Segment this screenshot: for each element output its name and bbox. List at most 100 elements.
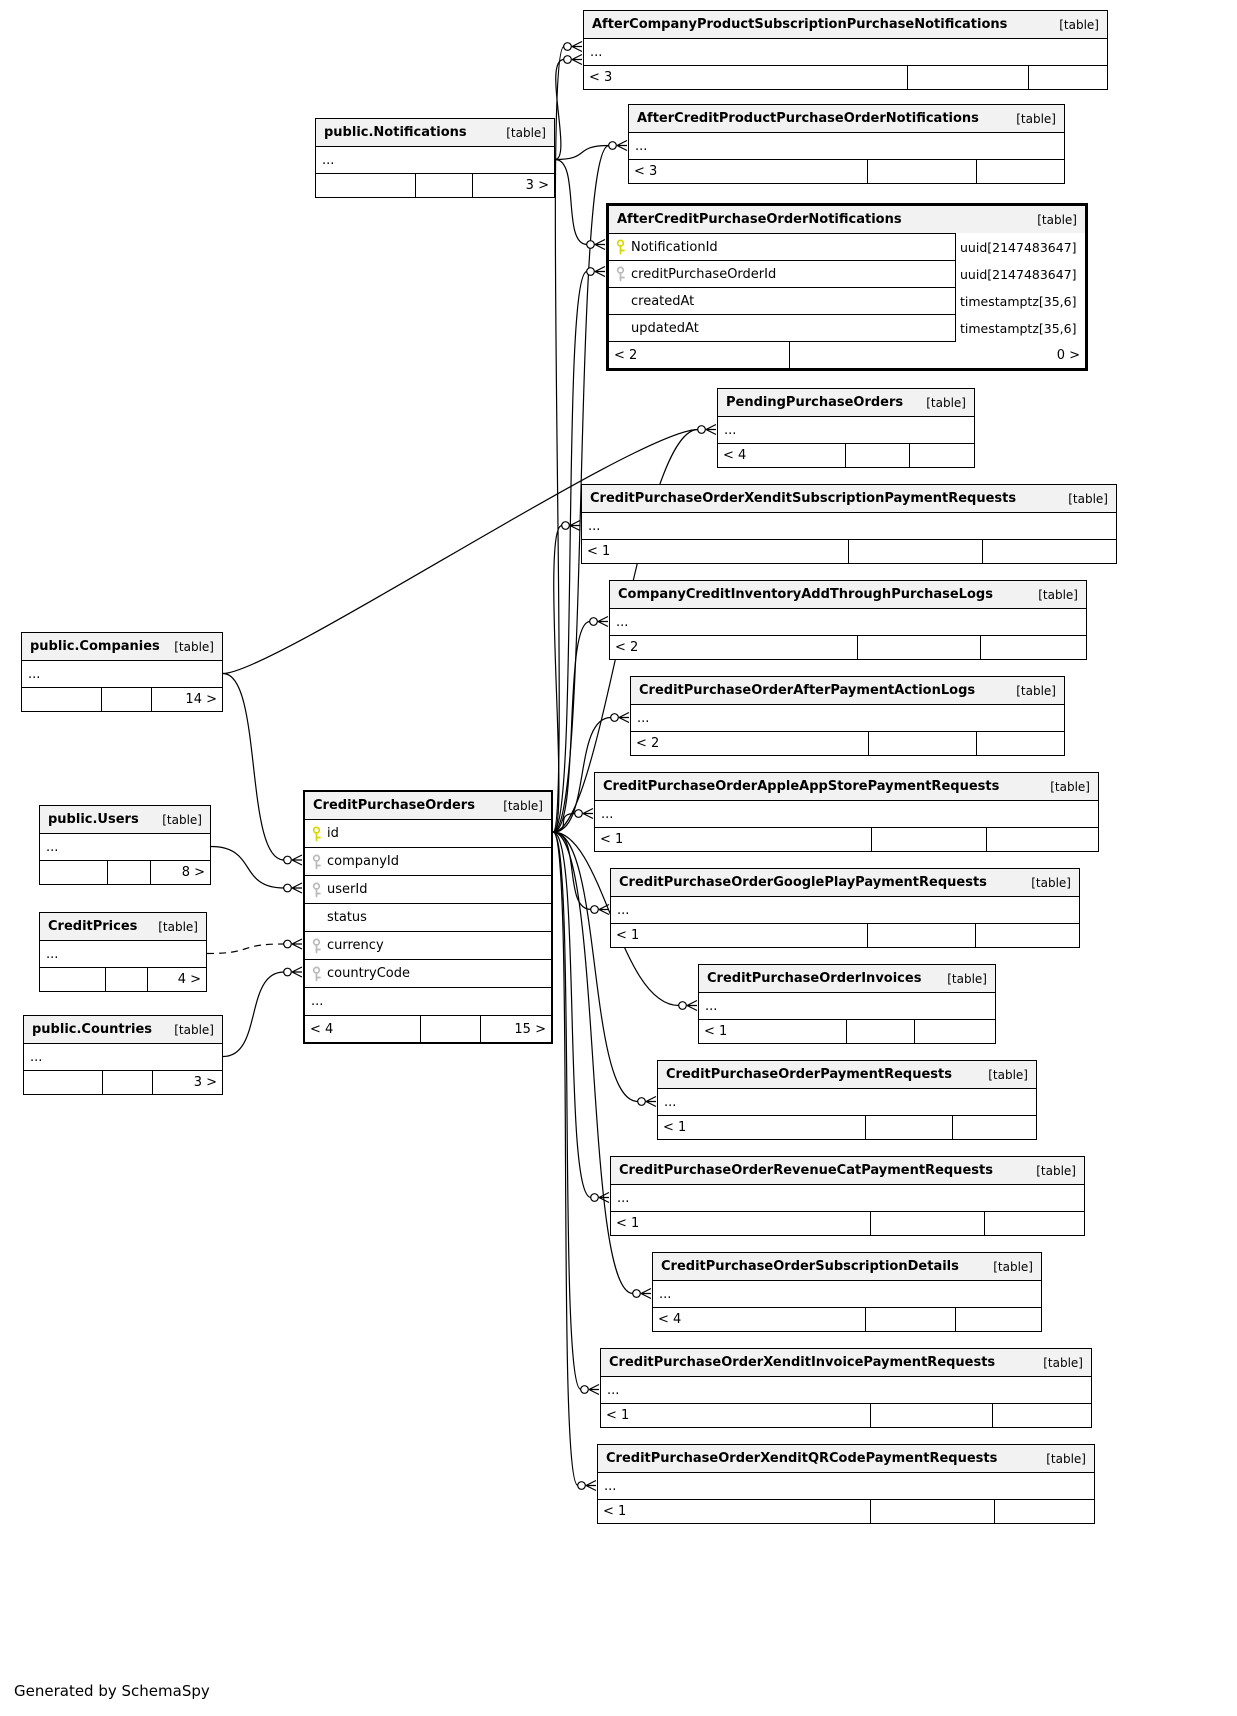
crows-foot-connector [585,1479,597,1492]
table-afterCreditProductPurchaseOrderNotifications[interactable]: AfterCreditProductPurchaseOrderNotificat… [628,104,1065,184]
table-name[interactable]: public.Notifications [324,125,467,140]
more-columns-row: ... [699,993,995,1020]
table-companyCreditInventoryAddThroughPurchaseLogs[interactable]: CompanyCreditInventoryAddThroughPurchase… [609,580,1087,660]
table-footer: < 1 [658,1116,1036,1139]
table-footer: < 1 [611,1212,1084,1235]
table-name[interactable]: CreditPurchaseOrderAfterPaymentActionLog… [639,683,976,698]
table-name[interactable]: public.Companies [30,639,160,654]
crows-foot-connector [588,1383,600,1396]
table-footer: < 1 [582,540,1116,563]
table-name[interactable]: AfterCompanyProductSubscriptionPurchaseN… [592,17,1008,32]
table-name[interactable]: public.Countries [32,1022,153,1037]
table-creditPurchaseOrderAfterPaymentActionLogs[interactable]: CreditPurchaseOrderAfterPaymentActionLog… [630,676,1065,756]
relationship-edge [552,831,579,1487]
more-columns-row: ... [24,1044,222,1071]
table-pendingPurchaseOrders[interactable]: PendingPurchaseOrders[table]...< 4 [717,388,975,468]
table-name[interactable]: CreditPurchaseOrderSubscriptionDetails [661,1259,959,1274]
more-columns-row: ... [582,513,1116,540]
table-creditPurchaseOrderRevenueCatPaymentRequests[interactable]: CreditPurchaseOrderRevenueCatPaymentRequ… [610,1156,1085,1236]
zero-cardinality-circle [632,1289,641,1298]
primary-key-icon [312,826,321,841]
table-name[interactable]: CreditPurchaseOrderRevenueCatPaymentRequ… [619,1163,993,1178]
column-name: ... [322,152,335,168]
table-name[interactable]: CreditPrices [48,919,138,934]
table-name[interactable]: CreditPurchaseOrderGooglePlayPaymentRequ… [619,875,987,890]
more-columns-row: ... [598,1473,1094,1500]
table-creditPurchaseOrderAppleAppStorePaymentRequests[interactable]: CreditPurchaseOrderAppleAppStorePaymentR… [594,772,1099,852]
footer-cell [872,828,988,851]
table-header: CreditPurchaseOrderInvoices[table] [699,965,995,993]
footer-cell: < 1 [611,1212,872,1235]
footer-cell [871,1404,993,1427]
crows-foot-connector [705,423,717,436]
table-name[interactable]: CreditPurchaseOrders [313,798,475,813]
table-header: CreditPurchaseOrderXenditInvoicePaymentR… [601,1349,1091,1377]
footer-cell [1029,66,1107,89]
table-name[interactable]: CompanyCreditInventoryAddThroughPurchase… [618,587,993,602]
column-name: status [327,910,367,925]
footer-cell: < 4 [653,1308,867,1331]
footer-cell [871,1500,995,1523]
footer-cell [866,1308,956,1331]
table-name[interactable]: CreditPurchaseOrderXenditInvoicePaymentR… [609,1355,996,1370]
column-name: ... [616,614,629,630]
column-name: ... [607,1382,620,1398]
relationship-edge [552,831,582,1391]
footer-cell: 8 > [181,865,205,880]
table-creditPurchaseOrderPaymentRequests[interactable]: CreditPurchaseOrderPaymentRequests[table… [657,1060,1037,1140]
table-creditPurchaseOrderInvoices[interactable]: CreditPurchaseOrderInvoices[table]...< 1 [698,964,996,1044]
table-name[interactable]: AfterCreditPurchaseOrderNotifications [617,212,902,227]
zero-cardinality-circle [283,939,292,949]
table-creditPurchaseOrderXenditQRCodePaymentRequests[interactable]: CreditPurchaseOrderXenditQRCodePaymentRe… [597,1444,1095,1524]
table-publicCompanies[interactable]: public.Companies[table]...14 > [21,632,223,712]
column-name: createdAt [631,293,695,309]
table-name[interactable]: public.Users [48,812,139,827]
table-type-tag: [table] [158,919,198,934]
table-afterCompanyProductSubscriptionPurchaseNotifications[interactable]: AfterCompanyProductSubscriptionPurchaseN… [583,10,1108,90]
crows-foot-connector [618,711,630,724]
footer-cell: < 1 [595,828,872,851]
table-type-tag: [table] [174,1022,214,1037]
table-creditPrices[interactable]: CreditPrices[table]...4 > [39,912,207,992]
table-creditPurchaseOrderXenditInvoicePaymentRequests[interactable]: CreditPurchaseOrderXenditInvoicePaymentR… [600,1348,1092,1428]
column-name: ... [635,138,648,154]
relationship-edge [554,58,565,161]
footer-cell [977,732,1064,755]
footer-cell [40,968,107,991]
table-name[interactable]: CreditPurchaseOrderAppleAppStorePaymentR… [603,779,1000,794]
table-publicCountries[interactable]: public.Countries[table]...3 > [23,1015,223,1095]
table-name[interactable]: AfterCreditProductPurchaseOrderNotificat… [637,111,979,126]
table-name[interactable]: CreditPurchaseOrderXenditQRCodePaymentRe… [606,1451,998,1466]
table-type-tag: [table] [1037,212,1077,227]
column-row-currency: currency [305,932,551,960]
footer-cell [102,688,152,711]
relationship-edge [554,144,610,161]
table-publicNotifications[interactable]: public.Notifications[table]...3 > [315,118,555,198]
footer-cell [983,540,1117,563]
zero-cardinality-circle [563,55,572,64]
table-creditPurchaseOrderGooglePlayPaymentRequests[interactable]: CreditPurchaseOrderGooglePlayPaymentRequ… [610,868,1080,948]
column-type: uuid[2147483647] [955,260,1085,288]
zero-cardinality-circle [580,1385,589,1394]
table-name[interactable]: CreditPurchaseOrderPaymentRequests [666,1067,952,1082]
table-footer: 8 > [40,861,210,884]
crows-foot-connector [571,53,583,66]
table-name[interactable]: CreditPurchaseOrderInvoices [707,971,922,986]
table-afterCreditPurchaseOrderNotifications[interactable]: AfterCreditPurchaseOrderNotifications [ta… [606,203,1088,371]
footer-cell: 0 > [1056,347,1080,363]
footer-cell [846,444,910,467]
footer-cell [981,636,1086,659]
footer-cell [849,540,983,563]
table-creditPurchaseOrderXenditSubscriptionPaymentRequests[interactable]: CreditPurchaseOrderXenditSubscriptionPay… [581,484,1117,564]
more-columns-row: ... [22,661,222,688]
relationship-edge [554,158,588,246]
table-publicUsers[interactable]: public.Users[table]...8 > [39,805,211,885]
table-name[interactable]: PendingPurchaseOrders [726,395,904,410]
table-creditPurchaseOrderSubscriptionDetails[interactable]: CreditPurchaseOrderSubscriptionDetails[t… [652,1252,1042,1332]
column-name: userId [327,882,368,897]
table-name[interactable]: CreditPurchaseOrderXenditSubscriptionPay… [590,491,1017,506]
footer-cell [108,861,151,884]
